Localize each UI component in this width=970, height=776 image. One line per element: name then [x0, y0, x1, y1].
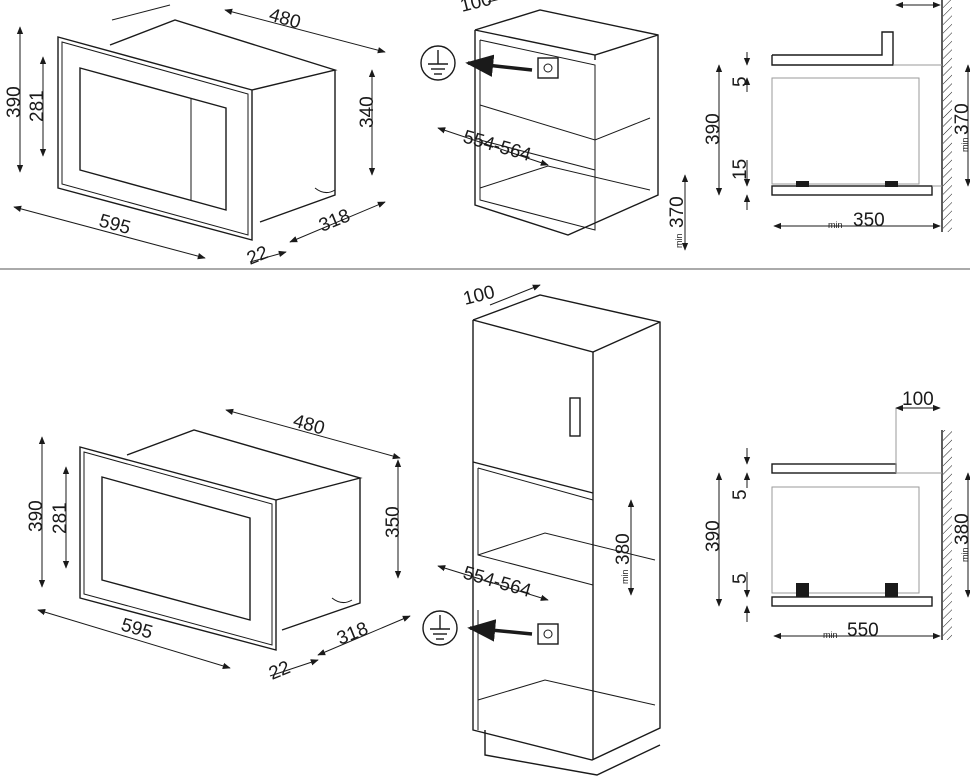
top-cabinet-gap-label: 100	[458, 0, 494, 17]
ground-symbol-icon	[420, 45, 533, 81]
top-cabinet-drawing	[474, 9, 659, 236]
top-oven-outer-height-label: 390	[4, 86, 25, 118]
top-section-min-label: min	[828, 220, 843, 230]
top-section-gap-top-label: 5	[730, 76, 751, 87]
bottom-cabinet-height-label: 380	[613, 533, 634, 565]
top-section-drawing	[771, 0, 952, 232]
bottom-section-min-label: min	[823, 630, 838, 640]
top-section-depth-label: 350	[853, 210, 885, 231]
top-section-dimensions: 5 390 15 min 350 min 370	[703, 1, 970, 231]
bottom-section-height-label: 390	[703, 520, 724, 552]
bottom-cabinet-gap-label: 100	[461, 282, 497, 310]
bottom-oven-depth-label: 480	[291, 411, 327, 440]
top-oven-body-height-label: 340	[357, 96, 378, 128]
bottom-section-gap-top-label: 5	[730, 489, 751, 500]
bottom-cabinet-dimensions: 100 554-564 min 380	[437, 282, 635, 603]
bottom-section-drawing	[771, 408, 952, 640]
top-section-height-label: 390	[703, 113, 724, 145]
bottom-oven-front-label: 22	[266, 657, 293, 684]
top-section-gap-bottom-label: 15	[730, 159, 751, 180]
bottom-cabinet-width-label: 554-564	[461, 563, 534, 603]
top-section-wall-min-label: min	[960, 137, 970, 152]
top-oven-width-label: 595	[97, 211, 133, 239]
bottom-oven-inner-height-label: 281	[50, 502, 71, 534]
bottom-oven-body-height-label: 350	[383, 506, 404, 538]
bottom-section-top-gap-label: 100	[902, 389, 934, 410]
top-oven-drawing	[57, 19, 338, 241]
bottom-section-depth-label: 550	[847, 620, 879, 641]
bottom-cabinet-min-label: min	[620, 569, 630, 584]
top-oven-dimensions: 480 390 281 340 595 318 22	[4, 4, 386, 270]
bottom-oven-width-label: 595	[119, 615, 155, 644]
bottom-oven-drawing	[79, 429, 363, 651]
top-oven-inner-height-label: 281	[27, 90, 48, 122]
top-cabinet-min-label: min	[674, 233, 684, 248]
bottom-oven-outer-height-label: 390	[26, 500, 47, 532]
top-oven-body-depth-label: 318	[316, 205, 353, 236]
bottom-section-wall-min-label: min	[960, 547, 970, 562]
top-cabinet-height-label: 370	[667, 196, 688, 228]
top-section-wall-height-label: 370	[952, 103, 970, 135]
bottom-section-gap-bottom-label: 5	[730, 573, 751, 584]
top-oven-front-label: 22	[244, 242, 271, 269]
ground-symbol-icon-2	[422, 610, 533, 646]
bottom-oven-body-depth-label: 318	[334, 618, 371, 649]
top-cabinet-width-label: 554-564	[461, 127, 534, 167]
top-oven-depth-label: 480	[267, 5, 303, 34]
bottom-section-wall-height-label: 380	[952, 513, 970, 545]
bottom-section-dimensions: 100 5 390 5 min 550 min 380	[703, 389, 970, 641]
